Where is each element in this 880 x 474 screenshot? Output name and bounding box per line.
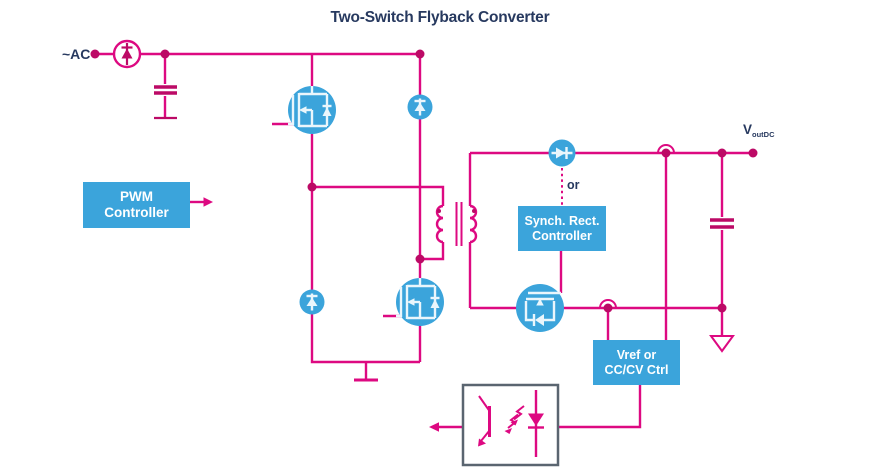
ac-input-label: ~AC — [62, 46, 91, 62]
low-side-mosfet-icon — [396, 278, 444, 326]
vout-label: VoutDC — [743, 122, 775, 139]
or-label: or — [567, 178, 580, 192]
vref-cccv-ctrl-block: Vref or CC/CV Ctrl — [593, 340, 680, 385]
pwm-controller-block: PWM Controller — [83, 182, 190, 228]
ground-icon-primary — [354, 362, 378, 382]
sync-rect-controller-block: Synch. Rect. Controller — [518, 206, 606, 251]
diagram-title: Two-Switch Flyback Converter — [330, 9, 550, 26]
pwm-controller-line2: Controller — [104, 205, 169, 220]
optocoupler-icon — [461, 383, 560, 467]
circuit-wiring — [95, 52, 753, 429]
sense-connector-secondary — [599, 299, 617, 313]
sync-rect-line1: Synch. Rect. — [524, 214, 600, 229]
vout-subscript-text: outDC — [752, 130, 775, 139]
input-capacitor-icon — [154, 85, 177, 95]
feedback-arrow-icon — [429, 422, 439, 432]
sync-rect-line2: Controller — [532, 228, 592, 243]
clamp-diode-bottom-icon — [299, 289, 325, 315]
bridge-rectifier-icon — [112, 39, 142, 69]
pwm-output-arrow-icon — [190, 197, 213, 207]
sense-connector-output — [657, 144, 675, 158]
vref-line2: CC/CV Ctrl — [604, 362, 669, 377]
vout-main-text: V — [743, 122, 753, 137]
sync-rect-mosfet-icon — [516, 284, 564, 332]
vref-line1: Vref or — [616, 348, 657, 363]
clamp-diode-top-icon — [407, 94, 433, 120]
transformer-icon — [435, 202, 478, 246]
output-capacitor-icon — [710, 218, 734, 229]
ground-triangle-icon — [709, 335, 735, 353]
output-diode-icon — [548, 139, 576, 167]
pwm-controller-line1: PWM — [120, 189, 153, 205]
high-side-mosfet-icon — [288, 86, 336, 134]
junction-dots — [90, 49, 758, 313]
